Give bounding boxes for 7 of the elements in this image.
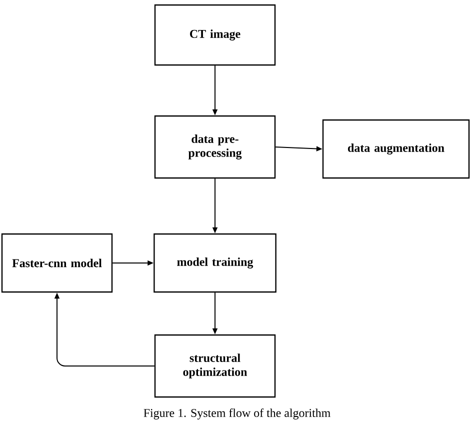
process-box: data augmentation	[322, 119, 470, 179]
process-box: structural optimization	[154, 334, 276, 398]
process-box: model training	[154, 233, 276, 293]
process-box: CT image	[154, 4, 276, 66]
caption: Figure 1. System flow of the algorithm	[144, 408, 330, 420]
process-box: Faster-cnn model	[1, 233, 113, 293]
process-box: data pre-processing	[154, 115, 276, 179]
